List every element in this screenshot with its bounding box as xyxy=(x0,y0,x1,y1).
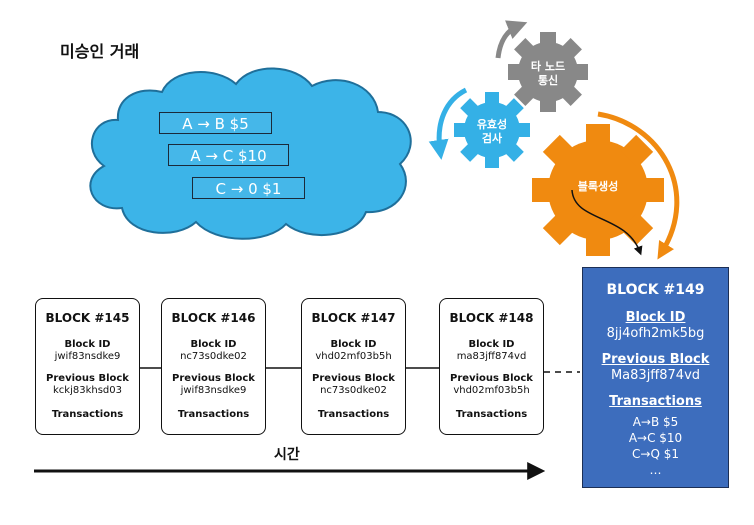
new-block-title: BLOCK #149 xyxy=(606,282,705,298)
chain-block: BLOCK #147 Block ID vhd02mf03b5h Previou… xyxy=(301,298,406,435)
block-id-label: Block ID xyxy=(64,339,111,350)
pending-transaction: C → 0 $1 xyxy=(192,177,305,199)
new-block-transaction: A→C $10 xyxy=(628,431,683,445)
block-title: BLOCK #146 xyxy=(171,311,256,325)
block-id-label: Block ID xyxy=(330,339,377,350)
gear-label-validation: 유효성 검사 xyxy=(476,118,508,145)
orange-rotation-arrow xyxy=(597,111,680,260)
chain-links xyxy=(140,367,580,373)
transactions-label: Transactions xyxy=(51,409,124,420)
gear-label-other-nodes: 타 노드 통신 xyxy=(530,60,566,87)
gear-other-nodes xyxy=(508,32,588,112)
block-id-label: Block ID xyxy=(190,339,237,350)
chain-block: BLOCK #146 Block ID nc73s0dke02 Previous… xyxy=(161,298,266,435)
chain-block: BLOCK #145 Block ID jwif83nsdke9 Previou… xyxy=(35,298,140,435)
new-block-transaction-ellipsis: … xyxy=(649,463,662,477)
blue-rotation-arrow xyxy=(428,87,468,160)
prev-block-value: nc73s0dke02 xyxy=(320,385,387,396)
new-block-id-label: Block ID xyxy=(625,310,686,325)
prev-block-label: Previous Block xyxy=(450,373,533,384)
gear-validation xyxy=(454,92,530,168)
prev-block-value: jwif83nsdke9 xyxy=(180,385,247,396)
new-block: BLOCK #149 Block ID 8jj4ofh2mk5bg Previo… xyxy=(582,267,729,488)
block-id-label: Block ID xyxy=(468,339,515,350)
block-title: BLOCK #148 xyxy=(449,311,534,325)
pending-transaction: A → C $10 xyxy=(168,144,289,166)
block-title: BLOCK #147 xyxy=(311,311,396,325)
gray-rotation-arrow xyxy=(495,20,528,59)
new-block-prev-label: Previous Block xyxy=(601,352,710,367)
prev-block-value: kckj83khsd03 xyxy=(53,385,122,396)
block-id-value: nc73s0dke02 xyxy=(180,351,247,362)
new-block-id-value: 8jj4ofh2mk5bg xyxy=(606,326,705,341)
prev-block-label: Previous Block xyxy=(172,373,255,384)
new-block-transactions-label: Transactions xyxy=(609,394,702,409)
new-block-transaction: A→B $5 xyxy=(632,415,679,429)
block-title: BLOCK #145 xyxy=(45,311,130,325)
gear-block-creation xyxy=(532,124,664,256)
pending-transaction: A → B $5 xyxy=(159,112,272,134)
block-id-value: jwif83nsdke9 xyxy=(54,351,121,362)
pending-title: 미승인 거래 xyxy=(60,42,140,61)
gear-label-block-creation: 블록생성 xyxy=(577,180,619,193)
prev-block-label: Previous Block xyxy=(312,373,395,384)
new-block-prev-value: Ma83jff874vd xyxy=(610,368,701,383)
time-label: 시간 xyxy=(274,447,300,463)
pending-cloud xyxy=(89,67,412,240)
block-id-value: ma83jff874vd xyxy=(456,351,527,362)
transactions-label: Transactions xyxy=(317,409,390,420)
prev-block-value: vhd02mf03b5h xyxy=(453,385,530,396)
block-id-value: vhd02mf03b5h xyxy=(315,351,392,362)
transactions-label: Transactions xyxy=(177,409,250,420)
prev-block-label: Previous Block xyxy=(46,373,129,384)
transactions-label: Transactions xyxy=(455,409,528,420)
chain-block: BLOCK #148 Block ID ma83jff874vd Previou… xyxy=(439,298,544,435)
new-block-transaction: C→Q $1 xyxy=(632,447,679,461)
block-creation-arrow xyxy=(571,189,643,256)
